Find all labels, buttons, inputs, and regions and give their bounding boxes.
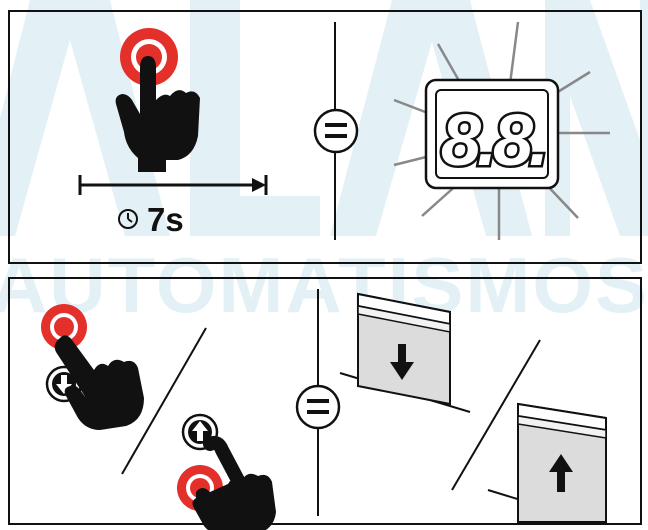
clock-icon	[119, 210, 137, 228]
press-hold-hand-icon	[116, 28, 200, 172]
step-direction-panel	[8, 277, 642, 525]
blinking-display-icon: 8.8.	[394, 22, 610, 240]
hold-duration-label: 7s	[147, 201, 184, 238]
display-readout: 8.8.	[441, 101, 545, 181]
duration-arrow	[80, 175, 266, 195]
equals-icon	[315, 110, 357, 152]
